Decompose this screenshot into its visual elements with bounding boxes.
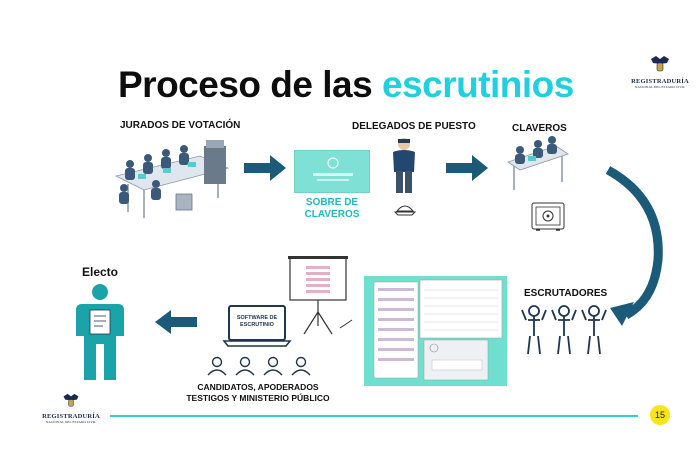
label-delegados: DELEGADOS DE PUESTO: [352, 121, 476, 132]
documents-collage: [364, 276, 507, 386]
label-sobre: SOBRE DE CLAVEROS: [290, 197, 374, 221]
electo-figure: [76, 284, 124, 380]
arrow-right-icon: [244, 155, 286, 181]
people-icons: [207, 356, 311, 376]
page-number-badge: 15: [650, 405, 670, 425]
laptop-base-icon: [222, 340, 292, 347]
software-laptop: [228, 305, 286, 341]
arrow-left-icon: [155, 310, 197, 334]
label-candidatos: CANDIDATOS, APODERADOS TESTIGOS Y MINIST…: [168, 382, 348, 404]
logo-sub-top: NACIONAL DEL ESTADO CIVIL: [634, 85, 686, 89]
label-electo: Electo: [82, 265, 119, 279]
projector-screen-icon: [288, 256, 348, 335]
page-title: Proceso de las escrutinios: [118, 64, 574, 106]
label-sobre-1: SOBRE DE: [305, 197, 359, 208]
label-software-1: SOFTWARE DE: [236, 315, 278, 321]
label-candidatos-2: TESTIGOS Y MINISTERIO PÚBLICO: [186, 393, 330, 403]
logo-sub-bottom: NACIONAL DEL ESTADO CIVIL: [45, 420, 97, 424]
safe-icon: [531, 202, 565, 231]
label-sobre-2: CLAVEROS: [304, 209, 360, 220]
label-jurados: JURADOS DE VOTACIÓN: [120, 120, 241, 131]
title-main: Proceso de las: [118, 64, 382, 105]
coat-of-arms-icon: [651, 56, 669, 72]
footer-line: [110, 415, 638, 417]
police-cap-icon: [394, 205, 416, 216]
dash-line-icon: [339, 319, 353, 329]
label-software: SOFTWARE DE ESCRUTINIO: [230, 315, 284, 329]
curved-arrow-icon: [605, 166, 663, 326]
delegado-figure: [393, 138, 415, 193]
arrow-right-icon: [446, 155, 488, 181]
registraduria-logo-bottom: REGISTRADURÍA NACIONAL DEL ESTADO CIVIL: [42, 393, 100, 424]
label-escrutadores: ESCRUTADORES: [524, 288, 608, 299]
jurados-illustration: [114, 140, 230, 218]
logo-name-top: REGISTRADURÍA: [631, 78, 689, 85]
logo-name-bottom: REGISTRADURÍA: [42, 413, 100, 420]
registraduria-logo-top: REGISTRADURÍA NACIONAL DEL ESTADO CIVIL: [630, 55, 690, 89]
coat-of-arms-icon: [63, 393, 79, 407]
label-claveros: CLAVEROS: [512, 123, 567, 134]
label-candidatos-1: CANDIDATOS, APODERADOS: [197, 382, 319, 392]
envelope-icon: [313, 157, 353, 181]
forms-icon: [373, 279, 503, 381]
label-software-2: ESCRUTINIO: [240, 322, 274, 328]
escrutadores-icons: [521, 305, 607, 355]
claveros-illustration: [507, 136, 569, 190]
sobre-envelope: [294, 150, 370, 193]
title-accent: escrutinios: [381, 64, 574, 105]
